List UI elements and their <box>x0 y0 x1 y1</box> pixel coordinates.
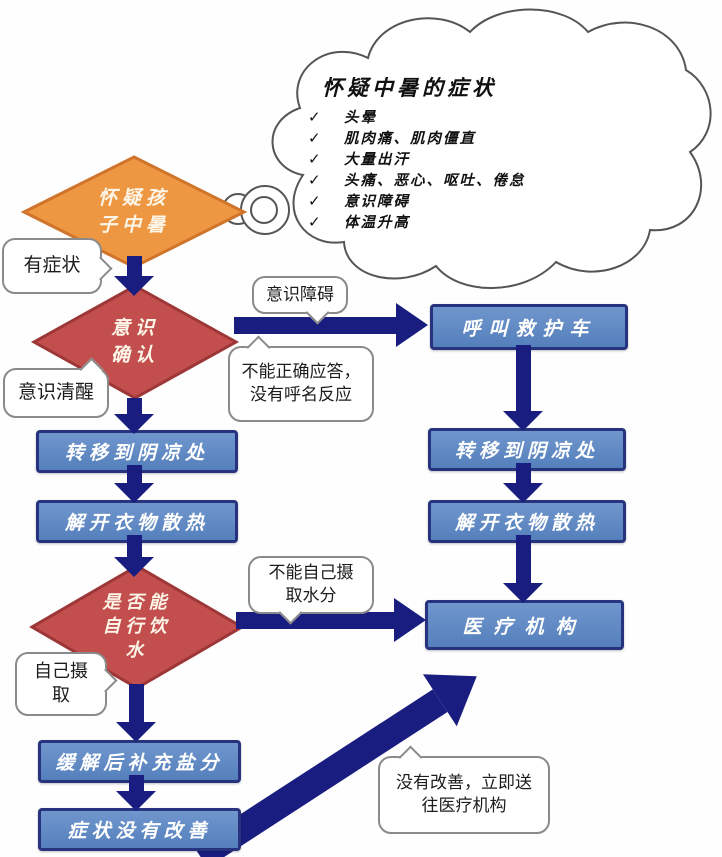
symptom-label: 头痛、恶心、呕吐、倦怠 <box>344 173 526 189</box>
flow-arrow-right <box>236 598 426 642</box>
bubble-label: 意识障碍 <box>266 284 334 305</box>
process-box-medical-institution: 医疗机构 <box>425 600 624 650</box>
check-icon: ✓ <box>308 107 321 126</box>
symptom-cloud: 怀疑中暑的症状 ✓ 头晕 ✓ 肌肉痛、肌肉僵直 ✓ 大量出汗 ✓ 头痛、恶心、呕吐、倦怠… <box>248 0 720 312</box>
bubble-label: 自己摄 取 <box>34 660 88 706</box>
check-icon: ✓ <box>308 149 321 168</box>
symptom-item: ✓ 体温升高 <box>308 211 668 232</box>
speech-bubble-self-intake: 自己摄 取 <box>15 652 118 716</box>
flow-arrow-down <box>116 684 156 742</box>
symptom-label: 大量出汗 <box>344 152 410 168</box>
flow-arrow-down <box>114 256 154 296</box>
flow-arrow-down <box>503 535 543 603</box>
process-box-no-improvement: 症状没有改善 <box>38 808 241 851</box>
speech-bubble-has-symptoms: 有症状 <box>2 238 113 294</box>
cloud-outline <box>271 8 712 289</box>
flow-arrow-down <box>503 345 543 431</box>
check-icon: ✓ <box>308 128 321 147</box>
speech-bubble-cannot-drink: 不能自己摄 取水分 <box>248 556 374 625</box>
check-icon: ✓ <box>308 170 321 189</box>
bubble-label: 不能自己摄 取水分 <box>268 563 354 606</box>
symptom-label: 意识障碍 <box>344 194 410 210</box>
symptom-item: ✓ 头痛、恶心、呕吐、倦怠 <box>308 169 668 190</box>
diamond-label: 怀疑孩 子中暑 <box>97 187 170 236</box>
diamond-label: 是否能 自行饮 水 <box>102 592 172 661</box>
check-icon: ✓ <box>308 191 321 210</box>
flow-arrow-down <box>114 398 154 434</box>
cloud-title: 怀疑中暑的症状 <box>322 76 497 100</box>
flow-arrow-down <box>503 463 543 503</box>
speech-bubble-conscious-disorder: 意识障碍 <box>252 276 348 325</box>
symptom-item: ✓ 意识障碍 <box>308 190 668 211</box>
flow-arrow-down <box>116 775 156 811</box>
flow-arrow-down <box>114 535 154 577</box>
symptom-label: 体温升高 <box>344 215 410 231</box>
flow-arrow-right <box>234 303 428 347</box>
flow-arrow-down <box>114 465 154 503</box>
symptom-label: 肌肉痛、肌肉僵直 <box>344 131 476 147</box>
speech-bubble-no-improve-send: 没有改善，立即送 往医疗机构 <box>378 745 550 834</box>
bubble-label: 不能正确应答， 没有呼名反应 <box>241 362 361 405</box>
symptom-label: 头晕 <box>344 110 377 126</box>
symptom-item: ✓ 肌肉痛、肌肉僵直 <box>308 127 668 148</box>
symptom-item: ✓ 头晕 <box>308 106 668 127</box>
check-icon: ✓ <box>308 212 321 231</box>
symptom-item: ✓ 大量出汗 <box>308 148 668 169</box>
bubble-label: 有症状 <box>23 254 81 277</box>
symptom-list: ✓ 头晕 ✓ 肌肉痛、肌肉僵直 ✓ 大量出汗 ✓ 头痛、恶心、呕吐、倦怠 ✓ 意识障碍 ✓… <box>308 106 668 232</box>
diamond-label: 意识 确认 <box>110 317 159 366</box>
bubble-label: 意识清醒 <box>17 381 94 404</box>
speech-bubble-conscious-clear: 意识清醒 <box>3 357 109 418</box>
bubble-label: 没有改善，立即送 往医疗机构 <box>396 773 532 816</box>
thought-trail-circle <box>250 196 278 224</box>
process-box-call-ambulance: 呼叫救护车 <box>430 304 628 350</box>
speech-bubble-no-answer: 不能正确应答， 没有呼名反应 <box>228 335 374 422</box>
